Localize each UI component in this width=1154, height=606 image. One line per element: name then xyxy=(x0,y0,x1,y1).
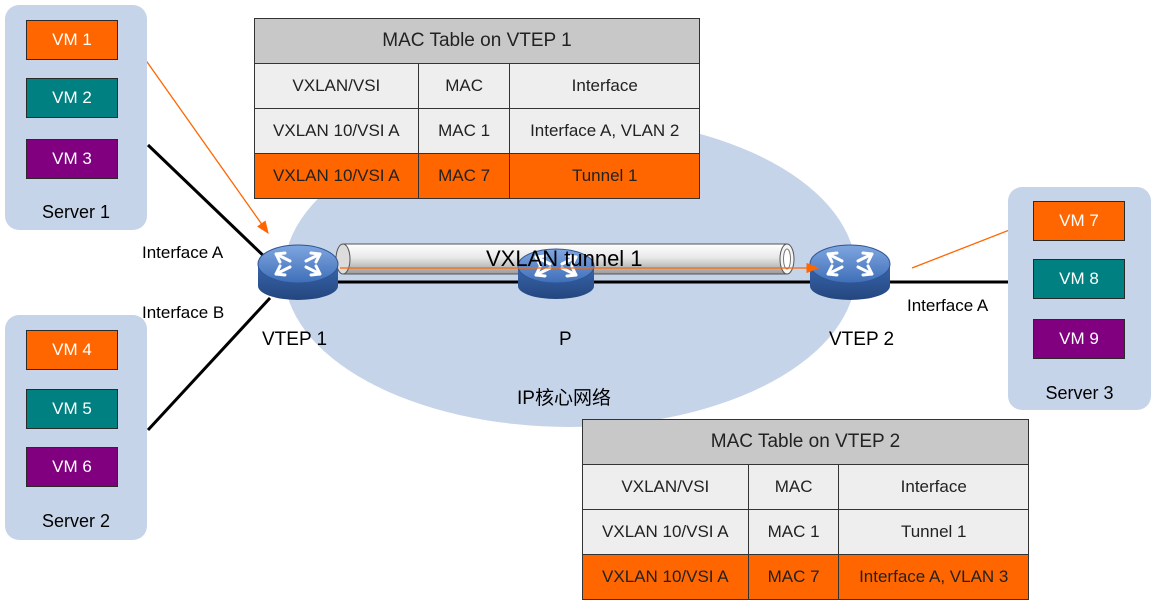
vxlan-tunnel-1 xyxy=(335,243,795,275)
table-cell-mac: MAC 7 xyxy=(417,153,511,199)
mac-table-title: MAC Table on VTEP 1 xyxy=(254,18,700,64)
table-header-row: VXLAN/VSI MAC Interface xyxy=(582,464,1029,510)
table-row: VXLAN 10/VSI A MAC 1 Tunnel 1 xyxy=(582,509,1029,555)
vm-7[interactable]: VM 7 xyxy=(1033,201,1125,241)
vm-3[interactable]: VM 3 xyxy=(26,139,118,179)
vm-label: VM 1 xyxy=(52,30,92,49)
p-router-icon[interactable] xyxy=(517,248,595,299)
vm-label: VM 9 xyxy=(1059,329,1099,348)
table-header-row: VXLAN/VSI MAC Interface xyxy=(254,63,700,109)
column-header: VXLAN/VSI xyxy=(254,63,419,109)
table-cell-interface: Tunnel 1 xyxy=(838,509,1029,555)
vm-label: VM 8 xyxy=(1059,269,1099,288)
server-label: Server 1 xyxy=(41,202,111,222)
p-label: P xyxy=(559,329,572,350)
vm-label: VM 4 xyxy=(52,340,92,359)
column-header: VXLAN/VSI xyxy=(582,464,749,510)
mac-table-vtep1: MAC Table on VTEP 1 VXLAN/VSI MAC Interf… xyxy=(254,18,700,199)
column-header: Interface xyxy=(838,464,1029,510)
table-cell-mac: MAC 1 xyxy=(417,108,511,154)
mac-table-vtep2: MAC Table on VTEP 2 VXLAN/VSI MAC Interf… xyxy=(582,419,1029,600)
vm-5[interactable]: VM 5 xyxy=(26,389,118,429)
mac-table-title: MAC Table on VTEP 2 xyxy=(582,419,1029,465)
vm-4[interactable]: VM 4 xyxy=(26,330,118,370)
column-header: MAC xyxy=(417,63,511,109)
table-cell-vsi: VXLAN 10/VSI A xyxy=(254,153,419,199)
server-label: Server 3 xyxy=(1045,383,1114,403)
table-cell-vsi: VXLAN 10/VSI A xyxy=(254,108,419,154)
vm-label: VM 3 xyxy=(52,149,92,168)
vm-label: VM 7 xyxy=(1059,211,1099,230)
vm-1[interactable]: VM 1 xyxy=(26,20,118,60)
ip-core-network-label: IP核心网络 xyxy=(517,388,611,409)
table-cell-interface: Interface A, VLAN 3 xyxy=(838,554,1029,600)
vm-label: VM 6 xyxy=(52,457,92,476)
table-row: VXLAN 10/VSI A MAC 1 Interface A, VLAN 2 xyxy=(254,108,700,154)
vtep1-interface-a-label: Interface A xyxy=(142,243,224,262)
vm-9[interactable]: VM 9 xyxy=(1033,319,1125,359)
table-cell-mac: MAC 1 xyxy=(747,509,840,555)
vm-label: VM 5 xyxy=(52,399,92,418)
link-server2-vtep1 xyxy=(146,296,272,432)
table-cell-vsi: VXLAN 10/VSI A xyxy=(582,509,749,555)
table-cell-vsi: VXLAN 10/VSI A xyxy=(582,554,749,600)
vtep1-label: VTEP 1 xyxy=(262,329,328,350)
vxlan-tunnel-label: VXLAN tunnel 1 xyxy=(486,246,643,271)
server-3: VM 7 VM 8 VM 9 Server 3 xyxy=(1008,187,1151,410)
server-label: Server 2 xyxy=(41,511,111,531)
server-1: VM 1 VM 2 VM 3 Server 1 xyxy=(5,5,147,230)
vtep2-interface-a-label: Interface A xyxy=(907,296,989,315)
table-cell-interface: Tunnel 1 xyxy=(509,153,700,199)
vtep2-label: VTEP 2 xyxy=(829,329,895,350)
table-row-highlighted: VXLAN 10/VSI A MAC 7 Tunnel 1 xyxy=(254,153,700,199)
vtep2-switch-icon[interactable] xyxy=(809,244,891,300)
link-server1-vtep1 xyxy=(146,143,272,264)
table-cell-mac: MAC 7 xyxy=(747,554,840,600)
vtep1-switch-icon[interactable] xyxy=(257,244,339,300)
column-header: MAC xyxy=(747,464,840,510)
vm-6[interactable]: VM 6 xyxy=(26,447,118,487)
flow-arrow-vm1-to-vtep1 xyxy=(139,51,269,235)
server-2: VM 4 VM 5 VM 6 Server 2 xyxy=(5,315,147,540)
vm-2[interactable]: VM 2 xyxy=(26,78,118,118)
vm-8[interactable]: VM 8 xyxy=(1033,259,1125,299)
vm-label: VM 2 xyxy=(52,88,92,107)
column-header: Interface xyxy=(509,63,700,109)
table-row-highlighted: VXLAN 10/VSI A MAC 7 Interface A, VLAN 3 xyxy=(582,554,1029,600)
vtep1-interface-b-label: Interface B xyxy=(142,303,225,322)
table-cell-interface: Interface A, VLAN 2 xyxy=(509,108,700,154)
